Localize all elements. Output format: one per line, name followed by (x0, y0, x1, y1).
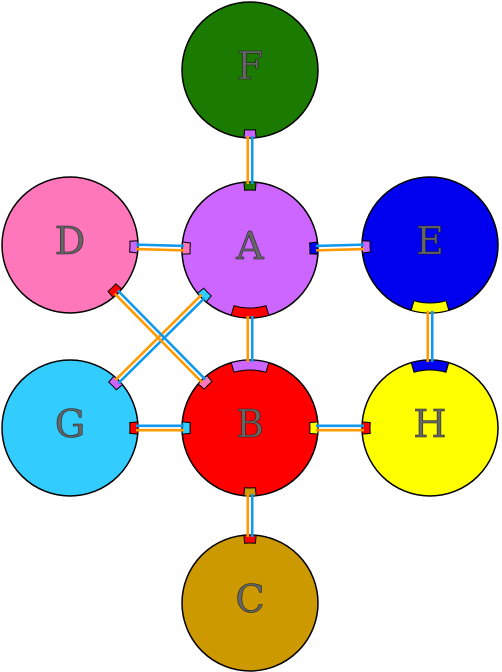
node-label-h: H (413, 402, 446, 446)
edge-b-c (246, 494, 254, 537)
node-label-f: F (237, 44, 263, 88)
edge-g-b (136, 424, 184, 432)
port-b-to-c (243, 487, 257, 497)
port-g-to-b (129, 421, 139, 435)
port-f-to-a (243, 129, 257, 139)
edge-e-h (426, 311, 434, 362)
port-a-to-b (230, 305, 270, 319)
node-label-g: G (55, 402, 85, 446)
node-d[interactable]: D (1, 176, 139, 314)
edge-line-secondary (116, 289, 207, 381)
port-e-to-h (410, 300, 450, 314)
edge-lines (113, 136, 434, 537)
edge-line-primary (315, 247, 365, 252)
edge-a-b (246, 316, 254, 362)
node-label-a: A (235, 224, 264, 268)
port-b-to-a (230, 359, 270, 373)
edge-line-primary (135, 247, 185, 252)
node-f[interactable]: F (181, 1, 319, 139)
port-b-to-h (309, 421, 319, 435)
node-e[interactable]: E (361, 176, 499, 314)
edge-line-secondary (135, 243, 185, 248)
port-a-to-f (243, 181, 257, 191)
edge-line-primary (113, 292, 204, 384)
node-b[interactable]: B (181, 359, 319, 497)
edge-a-e (315, 243, 365, 252)
port-c-to-b (243, 534, 257, 544)
edge-d-b (113, 289, 207, 384)
edge-f-a (246, 136, 254, 184)
edge-line-secondary (315, 243, 365, 248)
port-a-to-d (181, 241, 191, 255)
node-label-b: B (236, 402, 264, 446)
port-h-to-b (361, 421, 371, 435)
edge-b-h (316, 424, 364, 432)
node-label-e: E (416, 219, 444, 263)
port-d-to-a (129, 240, 139, 254)
edge-d-a (135, 243, 185, 252)
port-a-to-e (309, 241, 319, 255)
node-label-c: C (235, 577, 264, 621)
node-h[interactable]: H (361, 359, 499, 497)
port-e-to-a (361, 240, 371, 254)
port-h-to-e (410, 359, 450, 373)
node-label-d: D (55, 219, 85, 263)
port-b-to-g (181, 421, 191, 435)
node-c[interactable]: C (181, 534, 319, 672)
